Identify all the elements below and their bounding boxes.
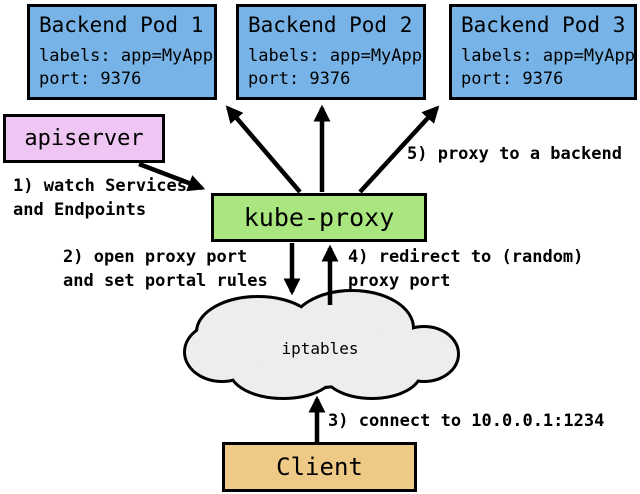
step-5-proxy-backend-label: 5) proxy to a backend bbox=[407, 144, 622, 164]
backend-pod-3-title: Backend Pod 3 bbox=[461, 13, 626, 37]
backend-pod-1-title: Backend Pod 1 bbox=[39, 13, 204, 37]
apiserver-box: apiserver bbox=[3, 114, 165, 163]
backend-pod-1-port: port: 9376 bbox=[39, 69, 142, 89]
backend-pod-2-labels: labels: app=MyApp bbox=[248, 46, 422, 66]
client-box: Client bbox=[222, 442, 417, 492]
backend-pod-3-port: port: 9376 bbox=[461, 69, 564, 89]
step-4-redirect-label: 4) redirect to (random) proxy port bbox=[348, 247, 584, 291]
iptables-label: iptables bbox=[281, 339, 359, 358]
backend-pod-2-box: Backend Pod 2 labels: app=MyApp port: 93… bbox=[236, 4, 426, 100]
step-1-watch-services-label: 1) watch Services and Endpoints bbox=[13, 176, 187, 220]
kube-proxy-box: kube-proxy bbox=[211, 193, 427, 242]
backend-pod-3-labels: labels: app=MyApp bbox=[461, 46, 635, 66]
step-2-open-proxy-port-label: 2) open proxy port and set portal rules bbox=[63, 247, 268, 291]
backend-pod-2-port: port: 9376 bbox=[248, 69, 351, 89]
arrow-kubeproxy-to-pod1 bbox=[225, 105, 302, 194]
backend-pod-3-box: Backend Pod 3 labels: app=MyApp port: 93… bbox=[449, 4, 637, 100]
backend-pod-1-box: Backend Pod 1 labels: app=MyApp port: 93… bbox=[27, 4, 217, 100]
backend-pod-1-labels: labels: app=MyApp bbox=[39, 46, 213, 66]
step-3-connect-label: 3) connect to 10.0.0.1:1234 bbox=[328, 411, 605, 431]
backend-pod-2-title: Backend Pod 2 bbox=[248, 13, 413, 37]
